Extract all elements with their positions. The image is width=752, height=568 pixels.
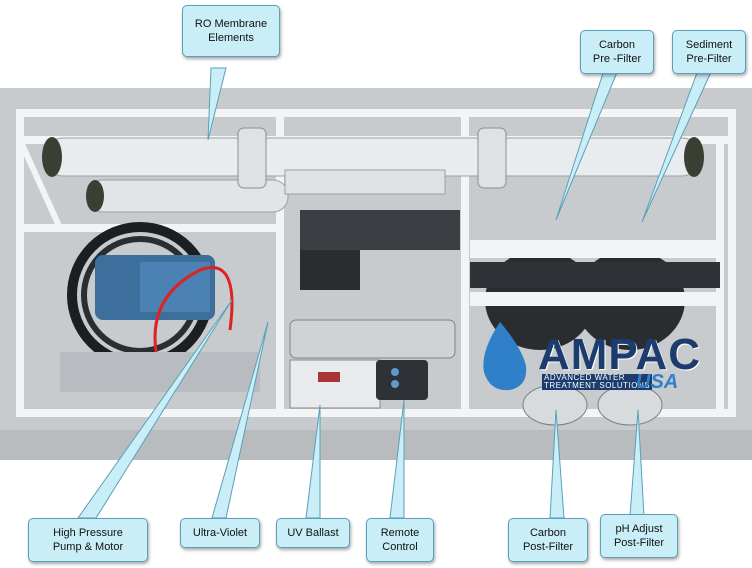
callout-carbon-postfilter: Carbon Post-Filter — [508, 518, 588, 562]
brand-name: AMPAC — [538, 330, 702, 379]
callout-uv-ballast: UV Ballast — [276, 518, 350, 548]
brand-tagline: ADVANCED WATER TREATMENT SOLUTIONS — [542, 373, 653, 390]
callout-carbon-prefilter: Carbon Pre -Filter — [580, 30, 654, 74]
callout-sediment-prefilter: Sediment Pre-Filter — [672, 30, 746, 74]
callout-pointers — [77, 67, 713, 519]
callout-ph-adjust: pH Adjust Post-Filter — [600, 514, 678, 558]
callout-remote-control: Remote Control — [366, 518, 434, 562]
ampac-logo: AMPAC ADVANCED WATER TREATMENT SOLUTIONS… — [476, 326, 716, 402]
pump-motor — [60, 222, 260, 392]
water-drop-logo-icon — [483, 322, 527, 391]
callout-ultra-violet: Ultra-Violet — [180, 518, 260, 548]
brand-region: USA — [636, 371, 679, 393]
uv-unit — [289, 210, 460, 409]
callout-ro-membrane: RO Membrane Elements — [182, 5, 280, 57]
filter-housings — [470, 240, 720, 426]
callout-high-pressure-pump: High Pressure Pump & Motor — [28, 518, 148, 562]
ro-membrane-tubes — [42, 127, 704, 213]
